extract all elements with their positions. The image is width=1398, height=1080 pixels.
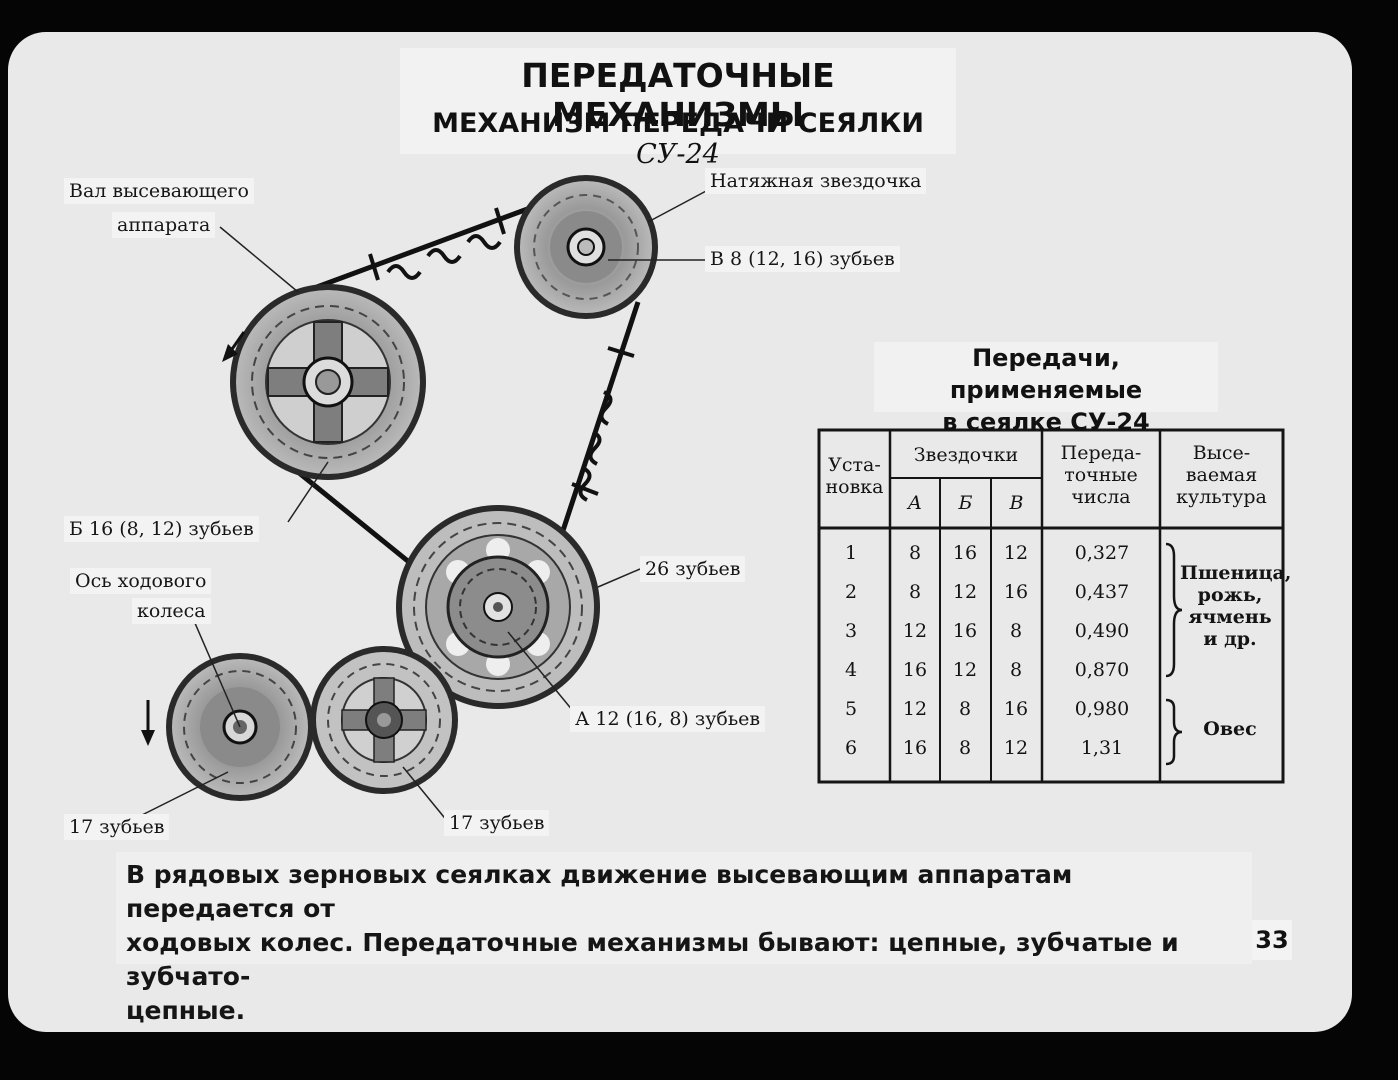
table-cell-ratio: 0,490	[1074, 620, 1130, 642]
subtitle-text: МЕХАНИЗМ ПЕРЕДАЧИ СЕЯЛКИ	[432, 108, 924, 139]
table-cell-ratio: 0,437	[1074, 581, 1130, 603]
table-cell-b: 12	[952, 581, 978, 603]
header-v: В	[1009, 492, 1024, 514]
table-grid	[817, 428, 1285, 784]
header-setup: Уста- новка	[819, 454, 890, 498]
crop-group1-line2: рожь,	[1197, 584, 1263, 606]
seeding-shaft-sprocket	[230, 284, 426, 480]
body-line2: ходовых колес. Передаточные механизмы бы…	[126, 928, 1179, 991]
table-cell-a: 12	[902, 620, 928, 642]
table-cell-a: 12	[902, 698, 928, 720]
table-title-line2: в сеялке СУ-24	[942, 408, 1150, 436]
rotation-arrow-head-bottom	[141, 730, 155, 746]
table-cell-n: 5	[844, 698, 858, 720]
header-a: А	[907, 492, 923, 514]
header-ratio: Переда- точные числа	[1042, 442, 1160, 508]
table-cell-b: 8	[958, 737, 972, 759]
body-line3: цепные.	[126, 996, 246, 1025]
label-sprocket-b: Б 16 (8, 12) зубьев	[64, 516, 259, 542]
table-cell-n: 6	[844, 737, 858, 759]
table-cell-ratio: 1,31	[1080, 737, 1124, 759]
header-crop-line1: Высе-	[1192, 442, 1251, 464]
label-sprocket-v: В 8 (12, 16) зубьев	[705, 246, 900, 272]
table-cell-n: 2	[844, 581, 858, 603]
intermediate-gear	[310, 646, 458, 794]
header-ratio-line3: числа	[1071, 486, 1131, 508]
header-b: Б	[958, 492, 973, 514]
table-title-line1: Передачи, применяемые	[949, 344, 1143, 404]
label-axle-line1: Ось ходового	[70, 568, 212, 594]
label-sprocket-a: А 12 (16, 8) зубьев	[570, 706, 766, 732]
label-gear-26: 26 зубьев	[640, 556, 746, 582]
table-cell-n: 1	[844, 542, 858, 564]
leader-lines	[127, 189, 709, 823]
table-cell-b: 16	[952, 542, 978, 564]
table-cell-v: 16	[1003, 581, 1029, 603]
table-cell-ratio: 0,870	[1074, 659, 1130, 681]
table-cell-v: 12	[1003, 542, 1029, 564]
crop-group-wheat: Пшеница, рожь, ячмень и др.	[1180, 562, 1292, 650]
label-tension-sprocket: Натяжная звездочка	[705, 168, 927, 194]
body-line1: В рядовых зерновых сеялках движение высе…	[126, 860, 1073, 923]
label-shaft-line1: Вал высевающего	[64, 178, 254, 204]
label-axle-line2: колеса	[132, 598, 211, 624]
label-shaft-line2: аппарата	[112, 212, 216, 238]
crop-group1-line3: ячмень	[1188, 606, 1272, 628]
title-box: ПЕРЕДАТОЧНЫЕ МЕХАНИЗМЫ МЕХАНИЗМ ПЕРЕДАЧИ…	[400, 48, 956, 170]
label-gear-17-right: 17 зубьев	[444, 810, 550, 836]
header-setup-line2: новка	[825, 476, 884, 498]
label-gear-17-left: 17 зубьев	[64, 814, 170, 840]
header-crop-line2: ваемая	[1185, 464, 1258, 486]
page-number: 33	[1252, 920, 1292, 960]
subtitle: МЕХАНИЗМ ПЕРЕДАЧИ СЕЯЛКИ СУ-24	[400, 108, 956, 170]
table-cell-n: 3	[844, 620, 858, 642]
header-crop-line3: культура	[1176, 486, 1267, 508]
table-cell-v: 8	[1009, 659, 1023, 681]
tension-sprocket	[514, 175, 658, 319]
table-cell-a: 16	[902, 659, 928, 681]
table-cell-a: 16	[902, 737, 928, 759]
table-cell-ratio: 0,327	[1074, 542, 1130, 564]
crop-group1-line1: Пшеница,	[1180, 562, 1292, 584]
table-cell-v: 16	[1003, 698, 1029, 720]
table-cell-n: 4	[844, 659, 858, 681]
crop-group-oats: Овес	[1203, 718, 1257, 740]
table-cell-v: 8	[1009, 620, 1023, 642]
table-cell-a: 8	[908, 581, 922, 603]
subtitle-model: СУ-24	[636, 139, 720, 170]
header-ratio-line1: Переда-	[1060, 442, 1142, 464]
header-crop: Высе- ваемая культура	[1160, 442, 1283, 508]
slide: ПЕРЕДАТОЧНЫЕ МЕХАНИЗМЫ МЕХАНИЗМ ПЕРЕДАЧИ…	[8, 32, 1352, 1032]
header-ratio-line2: точные	[1064, 464, 1138, 486]
table-cell-a: 8	[908, 542, 922, 564]
table-braces	[1165, 542, 1183, 766]
body-text: В рядовых зерновых сеялках движение высе…	[116, 852, 1252, 1025]
table-cell-v: 12	[1003, 737, 1029, 759]
rotation-arrow-head-top	[222, 344, 238, 362]
header-sprockets: Звездочки	[913, 444, 1019, 466]
table-cell-ratio: 0,980	[1074, 698, 1130, 720]
table-cell-b: 12	[952, 659, 978, 681]
gear-diagram	[127, 175, 1285, 823]
sprocket-a	[446, 555, 550, 659]
main-title: ПЕРЕДАТОЧНЫЕ МЕХАНИЗМЫ	[521, 56, 835, 134]
header-setup-line1: Уста-	[828, 454, 881, 476]
chain-links	[368, 207, 635, 502]
table-title: Передачи, применяемые в сеялке СУ-24	[874, 342, 1218, 436]
crop-group1-line4: и др.	[1203, 628, 1257, 650]
table-cell-b: 16	[952, 620, 978, 642]
table-cell-b: 8	[958, 698, 972, 720]
